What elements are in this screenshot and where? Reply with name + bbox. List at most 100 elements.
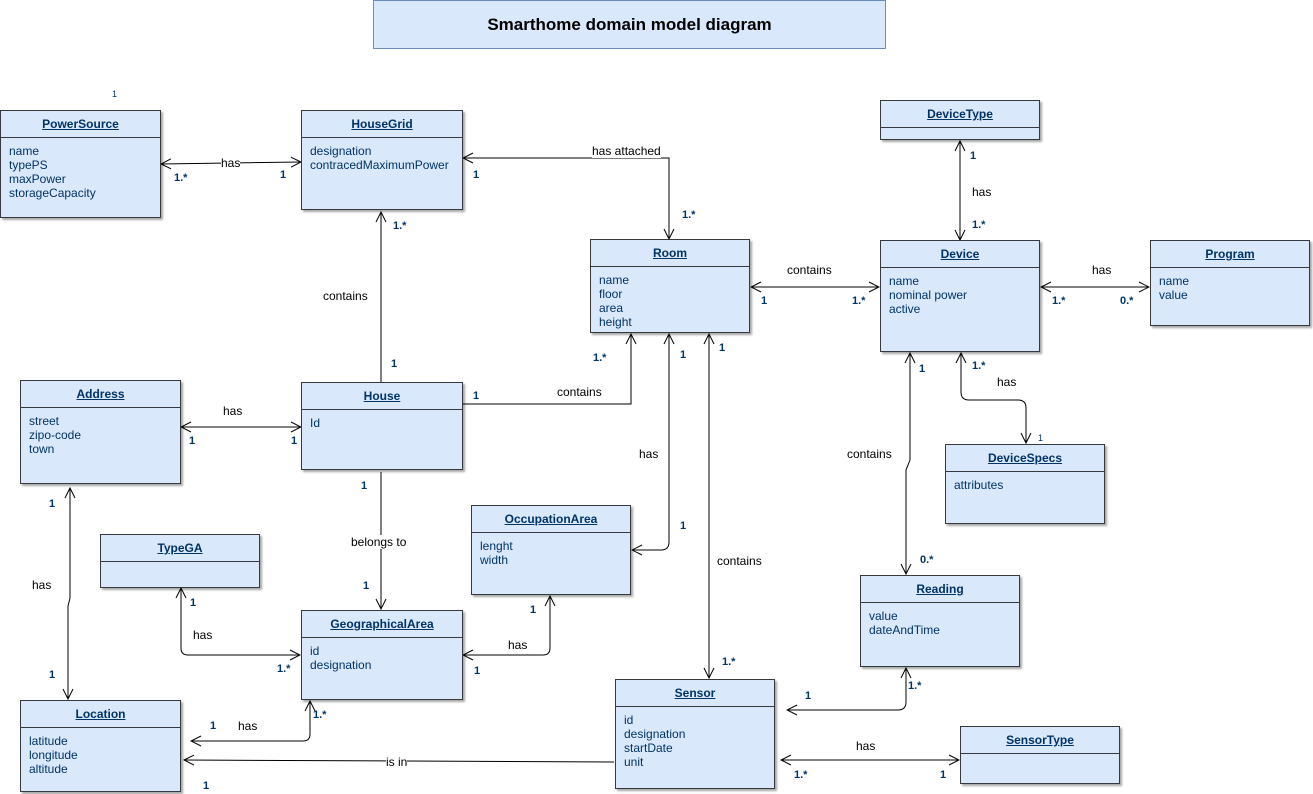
multiplicity: 1 bbox=[363, 580, 370, 592]
attribute: height bbox=[599, 315, 632, 329]
multiplicity: 0.* bbox=[920, 554, 934, 566]
class-geographicalarea[interactable]: GeographicalArea id designation bbox=[301, 610, 463, 700]
class-sensortype[interactable]: SensorType bbox=[960, 726, 1120, 784]
class-housegrid[interactable]: HouseGrid designation contracedMaximumPo… bbox=[301, 110, 463, 210]
class-room[interactable]: Room name floor area height bbox=[590, 239, 750, 333]
class-location[interactable]: Location latitude longitude altitude bbox=[20, 700, 181, 792]
attribute-list: name typePS maxPower storageCapacity bbox=[1, 138, 160, 206]
attribute: id bbox=[310, 644, 320, 658]
attribute: altitude bbox=[29, 762, 68, 776]
attribute: name bbox=[599, 273, 630, 287]
attribute: longitude bbox=[29, 748, 78, 762]
multiplicity: 1.* bbox=[174, 172, 188, 184]
attribute: designation bbox=[310, 144, 372, 158]
multiplicity: 1.* bbox=[722, 656, 736, 668]
class-name: HouseGrid bbox=[302, 111, 462, 138]
class-house[interactable]: House Id bbox=[301, 382, 463, 470]
assoc-label-has: has bbox=[32, 578, 52, 592]
multiplicity: 1 bbox=[474, 665, 481, 677]
multiplicity: 0.* bbox=[1120, 295, 1134, 307]
multiplicity: 1.* bbox=[313, 709, 327, 721]
attribute-list: street zipo-code town bbox=[21, 408, 180, 462]
multiplicity: 1.* bbox=[972, 360, 986, 372]
class-name: Program bbox=[1151, 241, 1309, 268]
attribute: id bbox=[624, 713, 634, 727]
multiplicity: 1 bbox=[805, 690, 812, 702]
attribute: attributes bbox=[954, 478, 1004, 492]
attribute: latitude bbox=[29, 734, 68, 748]
assoc-label-has: has bbox=[1092, 263, 1112, 277]
attribute: designation bbox=[624, 727, 686, 741]
assoc-label-has: has bbox=[997, 375, 1017, 389]
attribute: street bbox=[29, 414, 60, 428]
assoc-label-has: has bbox=[856, 739, 876, 753]
assoc-label-contains: contains bbox=[787, 263, 832, 277]
edge-sensor-reading bbox=[787, 668, 906, 710]
attribute-list: id designation startDate unit bbox=[616, 707, 774, 775]
class-program[interactable]: Program name value bbox=[1150, 240, 1310, 326]
class-devicespecs[interactable]: DeviceSpecs attributes bbox=[945, 444, 1105, 524]
class-powersource[interactable]: PowerSource name typePS maxPower storage… bbox=[0, 110, 161, 218]
class-name: SensorType bbox=[961, 727, 1119, 754]
class-name: OccupationArea bbox=[472, 506, 630, 533]
attribute-list: name value bbox=[1151, 268, 1309, 308]
assoc-label-has: has bbox=[508, 638, 528, 652]
class-name: Location bbox=[21, 701, 180, 728]
multiplicity: 1 bbox=[473, 169, 480, 181]
multiplicity: 1.* bbox=[794, 769, 808, 781]
class-devicetype[interactable]: DeviceType bbox=[880, 100, 1040, 140]
attribute: width bbox=[480, 553, 509, 567]
assoc-label-contains: contains bbox=[847, 447, 892, 461]
attribute: name bbox=[1159, 274, 1190, 288]
attribute: lenght bbox=[480, 539, 513, 553]
multiplicity: 1 bbox=[719, 342, 726, 354]
assoc-label-contains: contains bbox=[323, 289, 368, 303]
attribute: value bbox=[869, 609, 898, 623]
multiplicity: 1 bbox=[391, 358, 398, 370]
multiplicity: 1 bbox=[473, 390, 480, 402]
multiplicity: 1 bbox=[280, 169, 287, 181]
attribute: maxPower bbox=[9, 172, 66, 186]
multiplicity: 1 bbox=[203, 780, 210, 792]
multiplicity: 1 bbox=[680, 349, 687, 361]
edge-device-reading bbox=[906, 353, 910, 574]
attribute: dateAndTime bbox=[869, 623, 940, 637]
class-name: Address bbox=[21, 381, 180, 408]
attribute: town bbox=[29, 442, 55, 456]
class-name: GeographicalArea bbox=[302, 611, 462, 638]
multiplicity: 1 bbox=[189, 435, 196, 447]
class-name: Device bbox=[881, 241, 1039, 268]
attribute: storageCapacity bbox=[9, 186, 96, 200]
class-typega[interactable]: TypeGA bbox=[100, 534, 260, 588]
edge-housegrid-room bbox=[463, 158, 669, 239]
attribute: name bbox=[889, 274, 920, 288]
assoc-label-contains: contains bbox=[557, 385, 602, 399]
edge-geographicalarea-occupationarea bbox=[463, 596, 550, 655]
attribute: typePS bbox=[9, 158, 48, 172]
class-occupationarea[interactable]: OccupationArea lenght width bbox=[471, 505, 631, 595]
attribute-list: name nominal power active bbox=[881, 268, 1039, 322]
class-reading[interactable]: Reading value dateAndTime bbox=[860, 575, 1020, 667]
assoc-label-is-in: is in bbox=[386, 755, 408, 769]
attribute: Id bbox=[310, 416, 321, 430]
assoc-label-has: has bbox=[972, 185, 992, 199]
class-name: Room bbox=[591, 240, 749, 267]
edge-typega-geographicalarea bbox=[181, 588, 300, 655]
attribute: contracedMaximumPower bbox=[310, 158, 449, 172]
attribute: active bbox=[889, 302, 921, 316]
class-name: House bbox=[302, 383, 462, 410]
edge-house-room bbox=[463, 334, 631, 405]
multiplicity: 1 bbox=[1038, 433, 1044, 443]
class-sensor[interactable]: Sensor id designation startDate unit bbox=[615, 679, 775, 789]
assoc-label-has-attached: has attached bbox=[592, 144, 661, 158]
class-device[interactable]: Device name nominal power active bbox=[880, 240, 1040, 352]
multiplicity: 1 bbox=[970, 150, 977, 162]
multiplicity: 1.* bbox=[593, 352, 607, 364]
class-name: Sensor bbox=[616, 680, 774, 707]
class-address[interactable]: Address street zipo-code town bbox=[20, 380, 181, 484]
assoc-label-has: has bbox=[193, 628, 213, 642]
multiplicity: 1.* bbox=[277, 663, 291, 675]
attribute-list: latitude longitude altitude bbox=[21, 728, 180, 782]
attribute: area bbox=[599, 301, 624, 315]
